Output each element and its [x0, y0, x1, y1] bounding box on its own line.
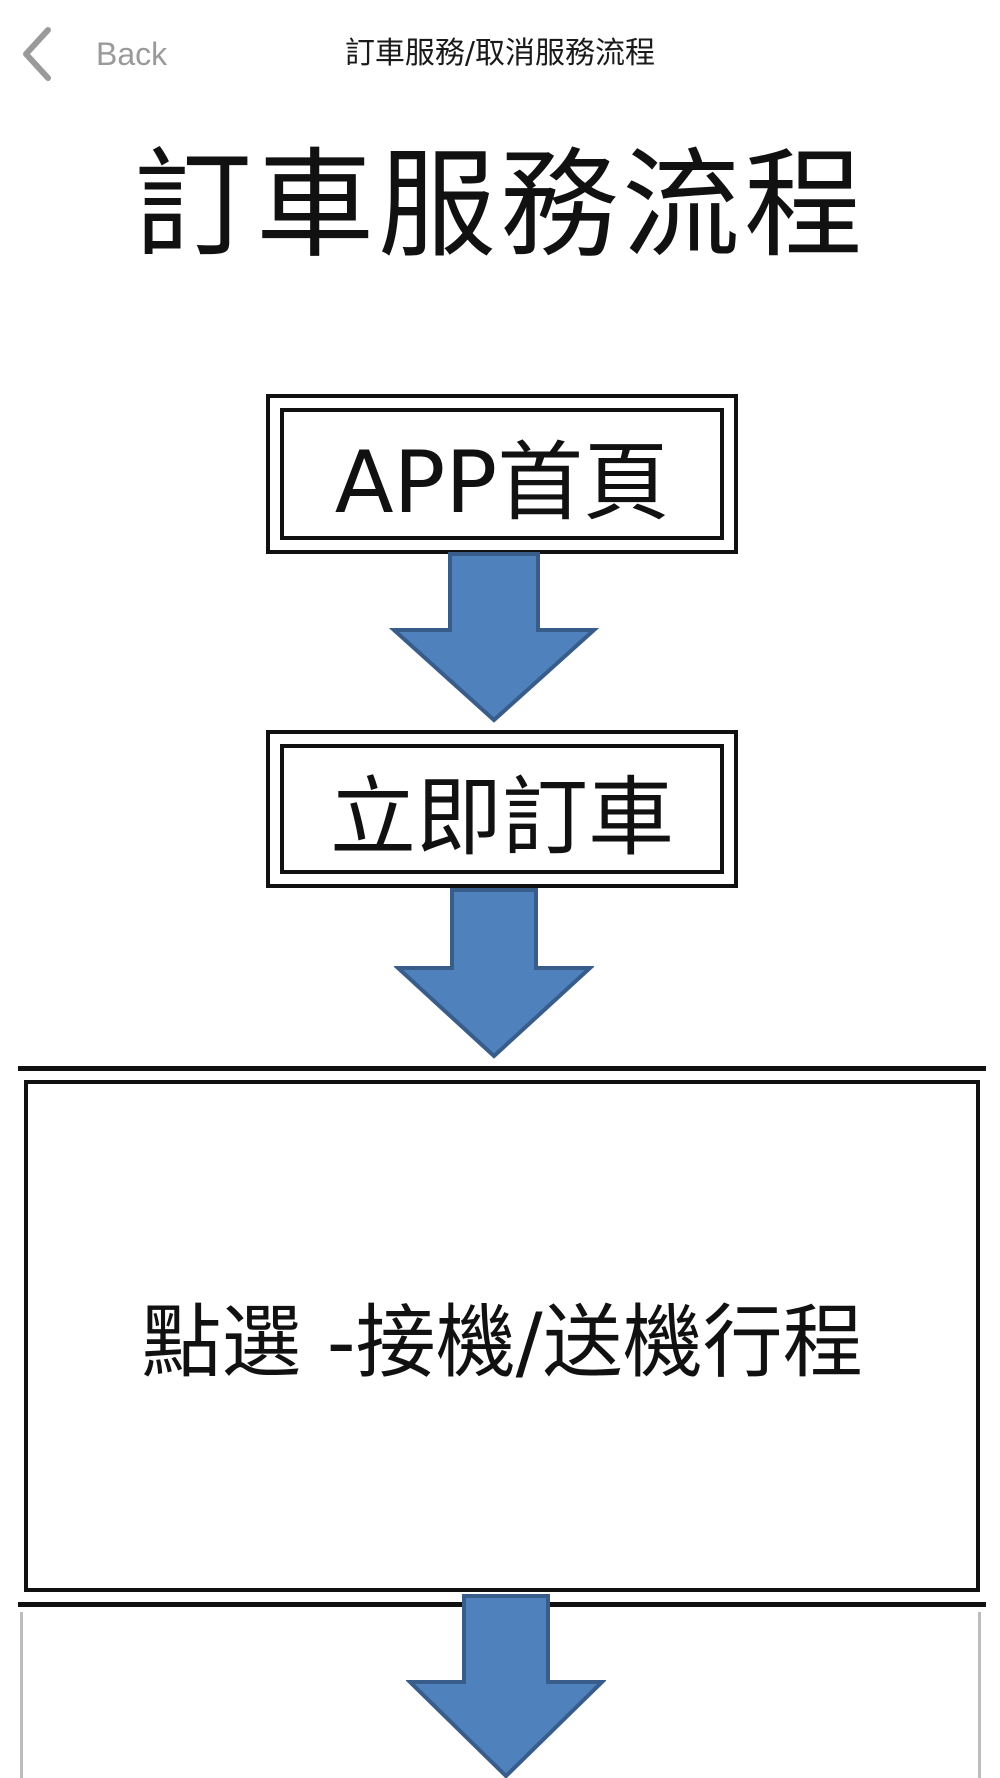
flow-step-app-home: APP首頁: [266, 394, 738, 554]
chevron-left-icon: [20, 26, 54, 82]
flow-step-book-now: 立即訂車: [266, 730, 738, 888]
flow-step-label: 立即訂車: [280, 744, 724, 874]
box-edge: [20, 1612, 23, 1778]
back-label: Back: [96, 35, 168, 72]
down-arrow-icon: [394, 888, 594, 1059]
back-button[interactable]: Back: [20, 14, 200, 94]
down-arrow-icon: [406, 1594, 606, 1778]
flow-step-select-trip: 點選 -接機/送機行程: [24, 1080, 980, 1592]
page-title: 訂車服務/取消服務流程: [344, 36, 656, 71]
flowchart-title: 訂車服務流程: [133, 136, 866, 274]
divider: [18, 1066, 986, 1071]
box-edge: [978, 1612, 981, 1778]
flow-step-label: APP首頁: [280, 408, 724, 540]
navigation-bar: Back 訂車服務/取消服務流程: [0, 0, 1000, 108]
down-arrow-icon: [388, 552, 600, 723]
